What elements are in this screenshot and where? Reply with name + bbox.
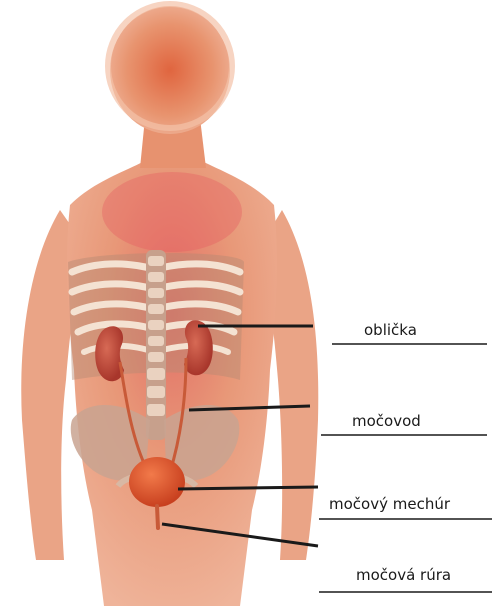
label-mocova-rura: močová rúra bbox=[356, 566, 451, 584]
chest-flush bbox=[102, 172, 242, 252]
answer-lines bbox=[319, 344, 492, 592]
label-oblicka: oblička bbox=[364, 321, 417, 339]
leader-line-mocovy-mechur bbox=[178, 487, 318, 489]
urethra bbox=[157, 506, 158, 528]
bladder bbox=[129, 457, 185, 507]
label-mocovod: močovod bbox=[352, 412, 421, 430]
label-mocovy-mechur: močový mechúr bbox=[329, 495, 450, 513]
